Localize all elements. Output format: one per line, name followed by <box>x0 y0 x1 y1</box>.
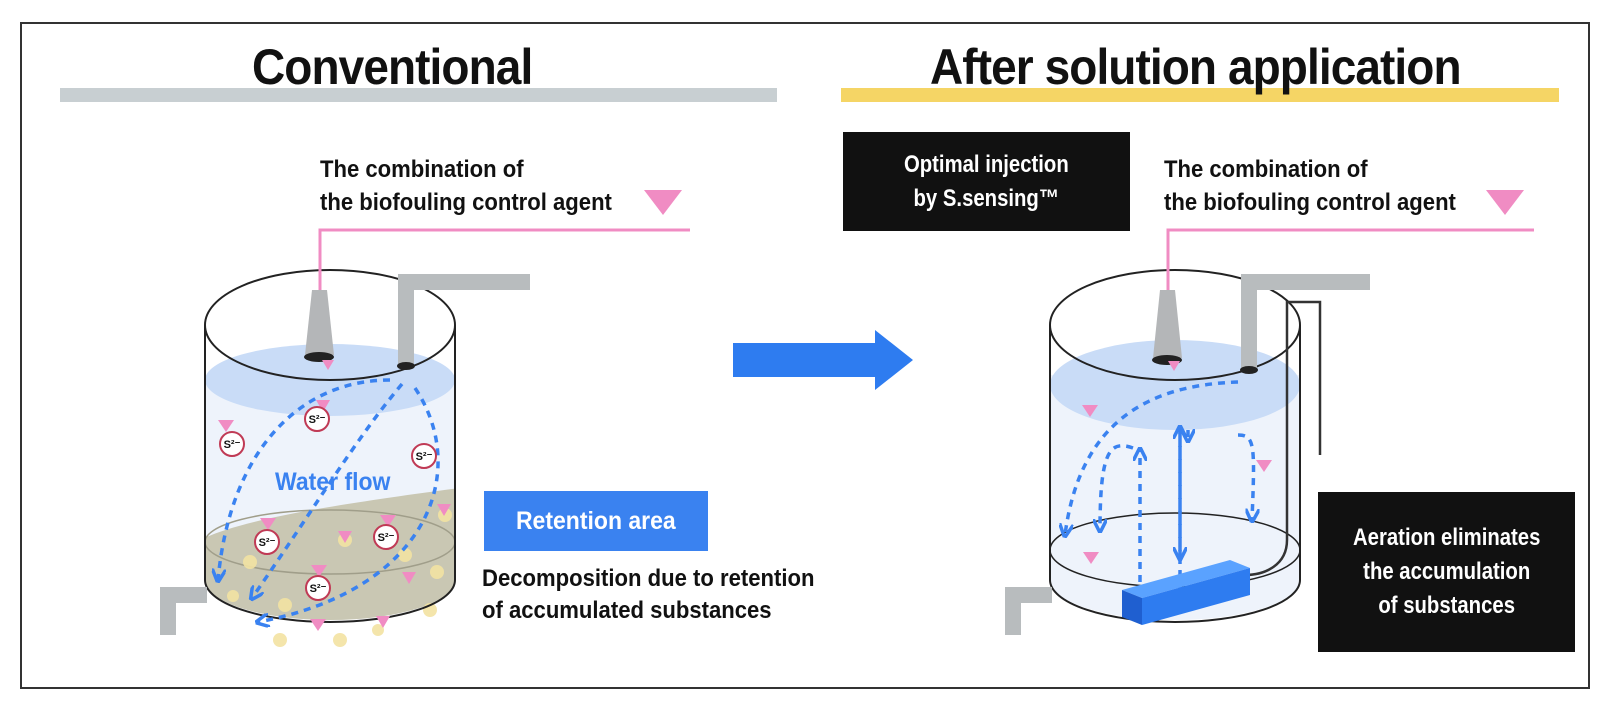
left-heading: Conventional <box>252 39 533 95</box>
right-heading-underline <box>841 88 1559 102</box>
sulfide-ion-text: S²⁻ <box>309 414 326 426</box>
left-agent-label-line2: the biofouling control agent <box>320 189 612 216</box>
transition-arrow-icon <box>733 330 913 390</box>
sulfide-ion-text: S²⁻ <box>224 439 241 451</box>
sulfide-ion-text: S²⁻ <box>310 583 327 595</box>
injection-box: Optimal injection by S.sensing™ <box>843 132 1130 231</box>
outlet-pipe <box>1005 587 1052 635</box>
sulfide-ion-text: S²⁻ <box>259 537 276 549</box>
right-agent-label-line2: the biofouling control agent <box>1164 189 1456 216</box>
left-agent-label-line1: The combination of <box>320 156 524 183</box>
agent-marker-icon <box>1486 190 1524 215</box>
sulfide-ion-text: S²⁻ <box>378 532 395 544</box>
aeration-box-line2: the accumulation <box>1362 558 1531 585</box>
aeration-box: Aeration eliminates the accumulation of … <box>1318 492 1575 652</box>
agent-supply-line <box>1166 228 1534 290</box>
inlet-pipe <box>398 274 530 364</box>
agent-marker-icon <box>644 190 682 215</box>
agent-supply-line <box>318 228 690 290</box>
sediment-layer <box>205 488 455 620</box>
right-heading: After solution application <box>930 39 1462 95</box>
outlet-pipe <box>160 587 207 635</box>
conventional-tank: S²⁻ S²⁻ S²⁻ S²⁻ S²⁻ S²⁻ <box>160 228 690 647</box>
retention-area-box: Retention area <box>484 491 708 551</box>
dosing-nozzle <box>1153 290 1182 358</box>
inlet-pipe <box>1241 274 1370 368</box>
sulfide-ion-text: S²⁻ <box>416 451 433 463</box>
decomposition-line2: of accumulated substances <box>482 597 772 624</box>
left-heading-underline <box>60 88 777 102</box>
air-supply-line <box>1244 300 1322 577</box>
aeration-box-line3: of substances <box>1378 592 1515 619</box>
water-flow-label: Water flow <box>275 468 391 496</box>
injection-box-line2: by S.sensing™ <box>913 184 1060 212</box>
sulfide-ion-markers <box>219 406 437 601</box>
aeration-diffuser <box>1122 560 1250 625</box>
decomposition-line1: Decomposition due to retention <box>482 565 815 592</box>
aeration-box-line1: Aeration eliminates <box>1352 524 1541 551</box>
injection-box-line1: Optimal injection <box>904 150 1069 178</box>
right-agent-label-line1: The combination of <box>1164 156 1368 183</box>
retention-area-label: Retention area <box>516 506 676 535</box>
diagram-frame <box>20 22 1590 689</box>
water-surface <box>1050 340 1300 430</box>
dosing-nozzle <box>305 290 334 355</box>
treated-tank <box>1005 228 1534 635</box>
